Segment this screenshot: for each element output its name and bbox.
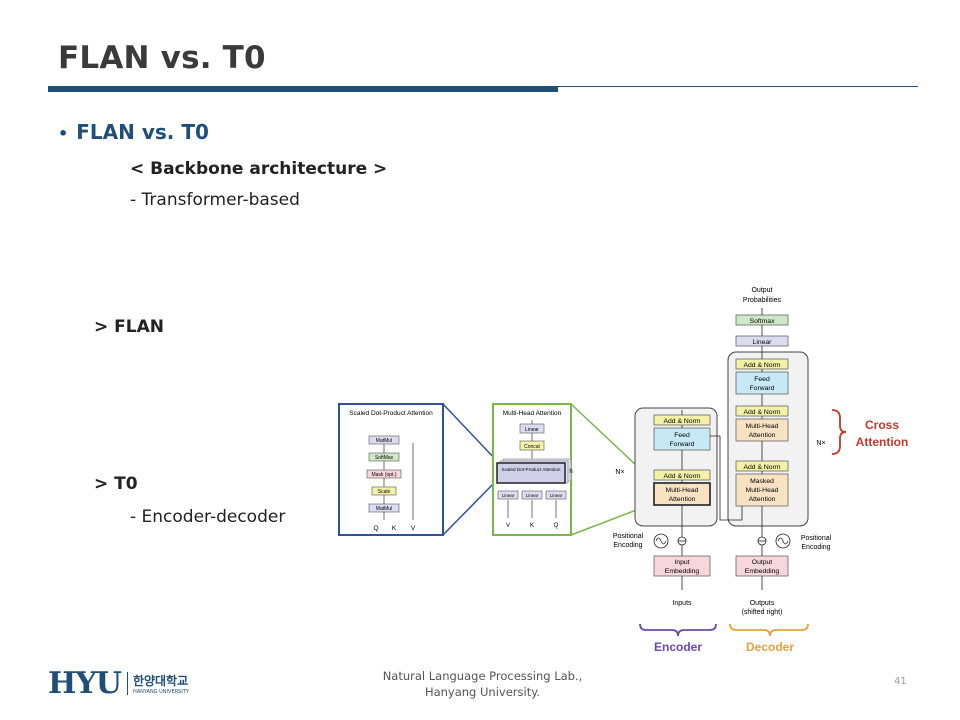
footer-lab-line2: Hanyang University.: [424, 685, 541, 699]
footer-lab-line1: Natural Language Processing Lab.,: [382, 669, 583, 683]
dec-outputs-1: Outputs: [750, 600, 775, 607]
dec-ffn-1: Feed: [754, 376, 770, 383]
title-rule-thin: [558, 86, 918, 87]
dec-nx: N×: [816, 440, 825, 447]
encoder-label: Encoder: [654, 640, 702, 654]
mha-proj-2: Linear: [526, 493, 539, 498]
mha-input-k: K: [530, 523, 534, 529]
sdpa-title: Scaled Dot-Product Attention: [349, 410, 433, 417]
t0-label: > T0: [94, 474, 138, 494]
mha-input-q: Q: [554, 523, 559, 529]
mha-sdpa: Scaled Dot-Product Attention: [502, 467, 561, 472]
dec-masked-2: Multi-Head: [746, 487, 779, 494]
sdpa-panel: Scaled Dot-Product Attention MatMul Soft…: [338, 403, 444, 536]
mha-concat: Concat: [524, 444, 540, 450]
enc-addnorm-1: Add & Norm: [663, 473, 700, 480]
enc-addnorm-2: Add & Norm: [663, 418, 700, 425]
dec-masked-3: Attention: [749, 496, 776, 503]
dec-addnorm-3: Add & Norm: [743, 362, 780, 369]
sdpa-block-1: MatMul: [376, 438, 392, 444]
decoder-label: Decoder: [746, 640, 794, 654]
mha-input-v: V: [506, 523, 510, 529]
mha-proj-3: Linear: [550, 493, 563, 498]
enc-emb-2: Embedding: [665, 568, 700, 575]
dec-output-probs-1: Output: [751, 287, 772, 294]
dec-posenc-1: Positional: [801, 535, 832, 542]
enc-mha-2: Attention: [669, 496, 696, 503]
enc-inputs: Inputs: [672, 600, 692, 607]
dec-mha-1: Multi-Head: [746, 423, 779, 430]
decoder-stack: Output Probabilities Softmax Linear Add …: [710, 287, 832, 616]
enc-posenc-1: Positional: [613, 533, 644, 540]
dec-mha-2: Attention: [749, 432, 776, 439]
sdpa-input-q: Q: [373, 525, 378, 532]
university-logo: HYU 한양대학교 HANYANG UNIVERSITY: [48, 666, 189, 701]
mha-h: h: [569, 469, 572, 475]
enc-nx: N×: [615, 469, 624, 476]
cross-label-1: Cross: [865, 418, 899, 432]
flan-label: > FLAN: [94, 317, 164, 337]
slide-title: FLAN vs. T0: [58, 40, 266, 76]
enc-ffn-2: Forward: [670, 441, 695, 448]
dec-emb-1: Output: [752, 559, 773, 566]
mha-proj-1: Linear: [502, 493, 515, 498]
enc-ffn-1: Feed: [674, 432, 690, 439]
dec-output-probs-2: Probabilities: [743, 297, 782, 304]
logo-text: HYU: [48, 666, 122, 701]
dec-posenc-2: Encoding: [801, 544, 830, 551]
mha-linear: Linear: [525, 427, 539, 433]
zoom-line: [442, 479, 498, 536]
dec-linear: Linear: [753, 339, 773, 346]
sdpa-block-3: Mask (opt.): [371, 472, 396, 478]
dec-addnorm-2: Add & Norm: [743, 409, 780, 416]
sdpa-input-v: V: [411, 525, 416, 532]
sdpa-block-5: MatMul: [376, 506, 392, 512]
dec-softmax: Softmax: [750, 318, 776, 325]
cross-label-2: Attention: [856, 435, 909, 449]
dec-ffn-2: Forward: [750, 385, 775, 392]
main-bullet-text: FLAN vs. T0: [76, 120, 209, 144]
page-number: 41: [894, 676, 907, 687]
backbone-item: - Transformer-based: [130, 190, 300, 210]
dec-emb-2: Embedding: [745, 568, 780, 575]
dec-outputs-2: (shifted right): [742, 609, 783, 616]
enc-emb-1: Input: [674, 559, 689, 566]
footer-lab: Natural Language Processing Lab., Hanyan…: [360, 668, 605, 700]
encoder-brace: [639, 623, 717, 637]
main-bullet: • FLAN vs. T0: [58, 120, 209, 144]
decoder-brace: [729, 623, 809, 637]
cross-attention-brace: [831, 409, 847, 455]
zoom-line: [442, 403, 498, 462]
enc-posenc-2: Encoding: [613, 542, 642, 549]
dec-addnorm-1: Add & Norm: [743, 464, 780, 471]
sdpa-block-2: SoftMax: [375, 455, 394, 461]
mha-title: Multi-Head Attention: [503, 410, 562, 417]
logo-english: HANYANG UNIVERSITY: [132, 689, 189, 695]
bullet-dot: •: [58, 124, 69, 143]
title-rule-thick: [48, 86, 558, 92]
enc-mha-1: Multi-Head: [666, 487, 699, 494]
mha-panel: Multi-Head Attention Linear Concat Scale…: [492, 403, 573, 536]
sdpa-input-k: K: [392, 525, 397, 532]
sdpa-block-4: Scale: [378, 489, 391, 495]
dec-masked-1: Masked: [750, 478, 774, 485]
t0-item: - Encoder-decoder: [130, 507, 286, 527]
backbone-heading: < Backbone architecture >: [130, 159, 388, 179]
encoder-stack: Add & Norm Feed Forward Add & Norm Multi…: [613, 407, 718, 607]
logo-korean-block: 한양대학교 HANYANG UNIVERSITY: [126, 672, 189, 695]
logo-korean: 한양대학교: [132, 674, 189, 688]
